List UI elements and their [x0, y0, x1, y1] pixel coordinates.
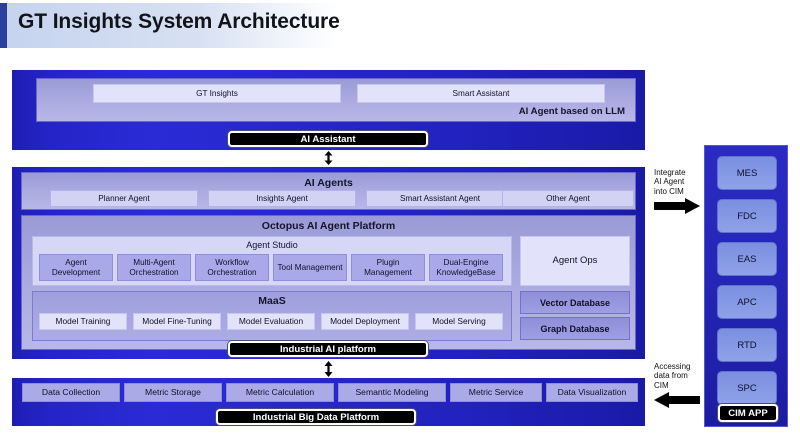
- pill-industrial-big-data-platform[interactable]: Industrial Big Data Platform: [216, 409, 416, 425]
- data-chip-data-collection[interactable]: Data Collection: [22, 383, 120, 402]
- connector-arrow-top-mid: [320, 151, 336, 165]
- ai-agents-title: AI Agents: [304, 177, 353, 189]
- studio-chip-multi-agent-orchestration[interactable]: Multi-Agent Orchestration: [117, 254, 191, 281]
- double-arrow-vertical-icon: [324, 151, 332, 165]
- studio-chip-plugin-management[interactable]: Plugin Management: [351, 254, 425, 281]
- header-accent-bar: [0, 3, 7, 48]
- annotation-integrate-ai-agent: Integrate AI Agent into CIM: [654, 168, 686, 196]
- data-chip-metric-storage[interactable]: Metric Storage: [124, 383, 222, 402]
- double-arrow-vertical-icon: [324, 361, 332, 377]
- connector-arrow-mid-bottom: [320, 361, 336, 377]
- studio-chip-agent-development[interactable]: Agent Development: [39, 254, 113, 281]
- llm-band: GT Insights Smart Assistant AI Agent bas…: [36, 78, 636, 122]
- application-layer-panel: GT Insights Smart Assistant AI Agent bas…: [12, 70, 645, 150]
- right-arrow-icon: [654, 198, 700, 214]
- maas-chip-model-serving[interactable]: Model Serving: [415, 313, 503, 330]
- app-chip-gt-insights[interactable]: GT Insights: [93, 84, 341, 103]
- cim-chip-eas[interactable]: EAS: [717, 242, 777, 276]
- agent-studio-box: Agent Studio Agent Development Multi-Age…: [32, 236, 512, 286]
- db-box-vector-database[interactable]: Vector Database: [520, 291, 630, 314]
- page-title: GT Insights System Architecture: [18, 10, 340, 33]
- studio-chip-workflow-orchestration[interactable]: Workflow Orchestration: [195, 254, 269, 281]
- left-arrow-icon: [654, 392, 700, 408]
- maas-chip-model-evaluation[interactable]: Model Evaluation: [227, 313, 315, 330]
- big-data-layer-panel: Data Collection Metric Storage Metric Ca…: [12, 378, 645, 426]
- maas-chip-model-deployment[interactable]: Model Deployment: [321, 313, 409, 330]
- cim-column-panel: MES FDC EAS APC RTD SPC: [704, 145, 788, 427]
- studio-chip-tool-management[interactable]: Tool Management: [273, 254, 347, 281]
- octopus-platform-title: Octopus AI Agent Platform: [261, 220, 396, 232]
- arrow-accessing-data: [654, 392, 700, 413]
- agent-studio-title: Agent Studio: [246, 240, 298, 250]
- llm-band-label: AI Agent based on LLM: [518, 106, 625, 117]
- pill-cim-app[interactable]: CIM APP: [718, 404, 778, 422]
- data-chip-metric-calculation[interactable]: Metric Calculation: [226, 383, 334, 402]
- octopus-platform-band: Octopus AI Agent Platform Agent Studio A…: [21, 215, 636, 350]
- arrow-integrate-into-cim: [654, 198, 700, 219]
- maas-chip-model-fine-tuning[interactable]: Model Fine-Tuning: [133, 313, 221, 330]
- agent-chip-smart-assistant[interactable]: Smart Assistant Agent: [366, 190, 514, 207]
- db-box-graph-database[interactable]: Graph Database: [520, 317, 630, 340]
- data-chip-metric-service[interactable]: Metric Service: [450, 383, 542, 402]
- annotation-accessing-data-from-cim: Accessing data from CIM: [654, 362, 691, 390]
- maas-title: MaaS: [258, 295, 286, 307]
- chip-agent-ops[interactable]: Agent Ops: [520, 236, 630, 286]
- data-chip-data-visualization[interactable]: Data Visualization: [546, 383, 638, 402]
- agent-chip-other[interactable]: Other Agent: [502, 190, 634, 207]
- header-band: [0, 3, 800, 48]
- ai-agent-platform-panel: AI Agents Planner Agent Insights Agent S…: [12, 167, 645, 359]
- maas-chip-model-training[interactable]: Model Training: [39, 313, 127, 330]
- ai-agents-band: AI Agents Planner Agent Insights Agent S…: [21, 172, 636, 210]
- cim-chip-mes[interactable]: MES: [717, 156, 777, 190]
- cim-chip-spc[interactable]: SPC: [717, 371, 777, 405]
- maas-box: MaaS Model Training Model Fine-Tuning Mo…: [32, 291, 512, 341]
- studio-chip-dual-engine-knowledgebase[interactable]: Dual-Engine KnowledgeBase: [429, 254, 503, 281]
- app-chip-smart-assistant[interactable]: Smart Assistant: [357, 84, 605, 103]
- cim-chip-rtd[interactable]: RTD: [717, 328, 777, 362]
- pill-ai-assistant[interactable]: AI Assistant: [228, 131, 428, 147]
- pill-industrial-ai-platform[interactable]: Industrial AI platform: [228, 341, 428, 357]
- cim-chip-fdc[interactable]: FDC: [717, 199, 777, 233]
- data-chip-semantic-modeling[interactable]: Semantic Modeling: [338, 383, 446, 402]
- cim-chip-apc[interactable]: APC: [717, 285, 777, 319]
- agent-chip-insights[interactable]: Insights Agent: [208, 190, 356, 207]
- agent-chip-planner[interactable]: Planner Agent: [50, 190, 198, 207]
